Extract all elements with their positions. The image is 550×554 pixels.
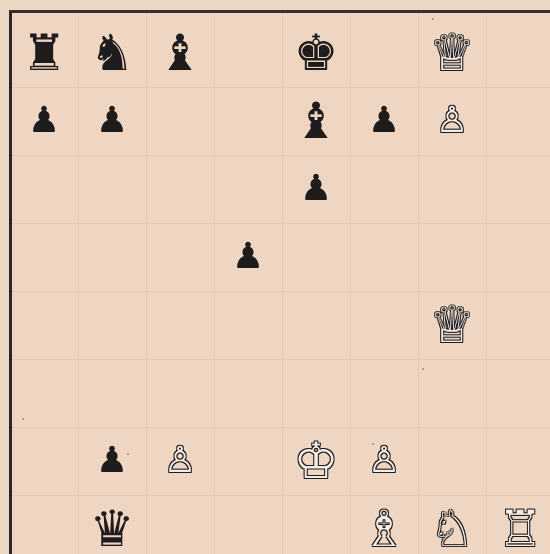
- white-bishop-f1[interactable]: ♗: [350, 495, 418, 554]
- black-bishop-c8[interactable]: ♝: [146, 19, 214, 87]
- white-queen-g8[interactable]: ♕: [418, 19, 486, 87]
- white-pawn-f2[interactable]: ♙: [350, 427, 418, 495]
- black-king-e8[interactable]: ♚: [282, 19, 350, 87]
- chess-board: ♜♞♝♚♕♟♟♝♟♙♟♟♕♟♙♔♙♛♗♘♖: [9, 10, 550, 554]
- white-pawn-c2[interactable]: ♙: [146, 427, 214, 495]
- paper-speck: [22, 418, 24, 420]
- black-pawn-e6[interactable]: ♟: [282, 155, 350, 223]
- black-queen-b1[interactable]: ♛: [78, 495, 146, 554]
- black-pawn-b7[interactable]: ♟: [78, 87, 146, 155]
- black-pawn-a7[interactable]: ♟: [10, 87, 78, 155]
- white-rook-h1[interactable]: ♖: [486, 495, 550, 554]
- white-pawn-g7[interactable]: ♙: [418, 87, 486, 155]
- grid-line-horizontal: [12, 155, 550, 156]
- black-knight-b8[interactable]: ♞: [78, 19, 146, 87]
- black-pawn-b2[interactable]: ♟: [78, 427, 146, 495]
- white-king-e2[interactable]: ♔: [282, 427, 350, 495]
- paper-speck: [422, 368, 424, 370]
- black-pawn-d5[interactable]: ♟: [214, 223, 282, 291]
- grid-line-horizontal: [12, 359, 550, 360]
- black-pawn-f7[interactable]: ♟: [350, 87, 418, 155]
- white-queen-g4[interactable]: ♕: [418, 291, 486, 359]
- black-bishop-e7[interactable]: ♝: [282, 87, 350, 155]
- white-knight-g1[interactable]: ♘: [418, 495, 486, 554]
- grid-line-vertical: [486, 13, 487, 554]
- black-rook-a8[interactable]: ♜: [10, 19, 78, 87]
